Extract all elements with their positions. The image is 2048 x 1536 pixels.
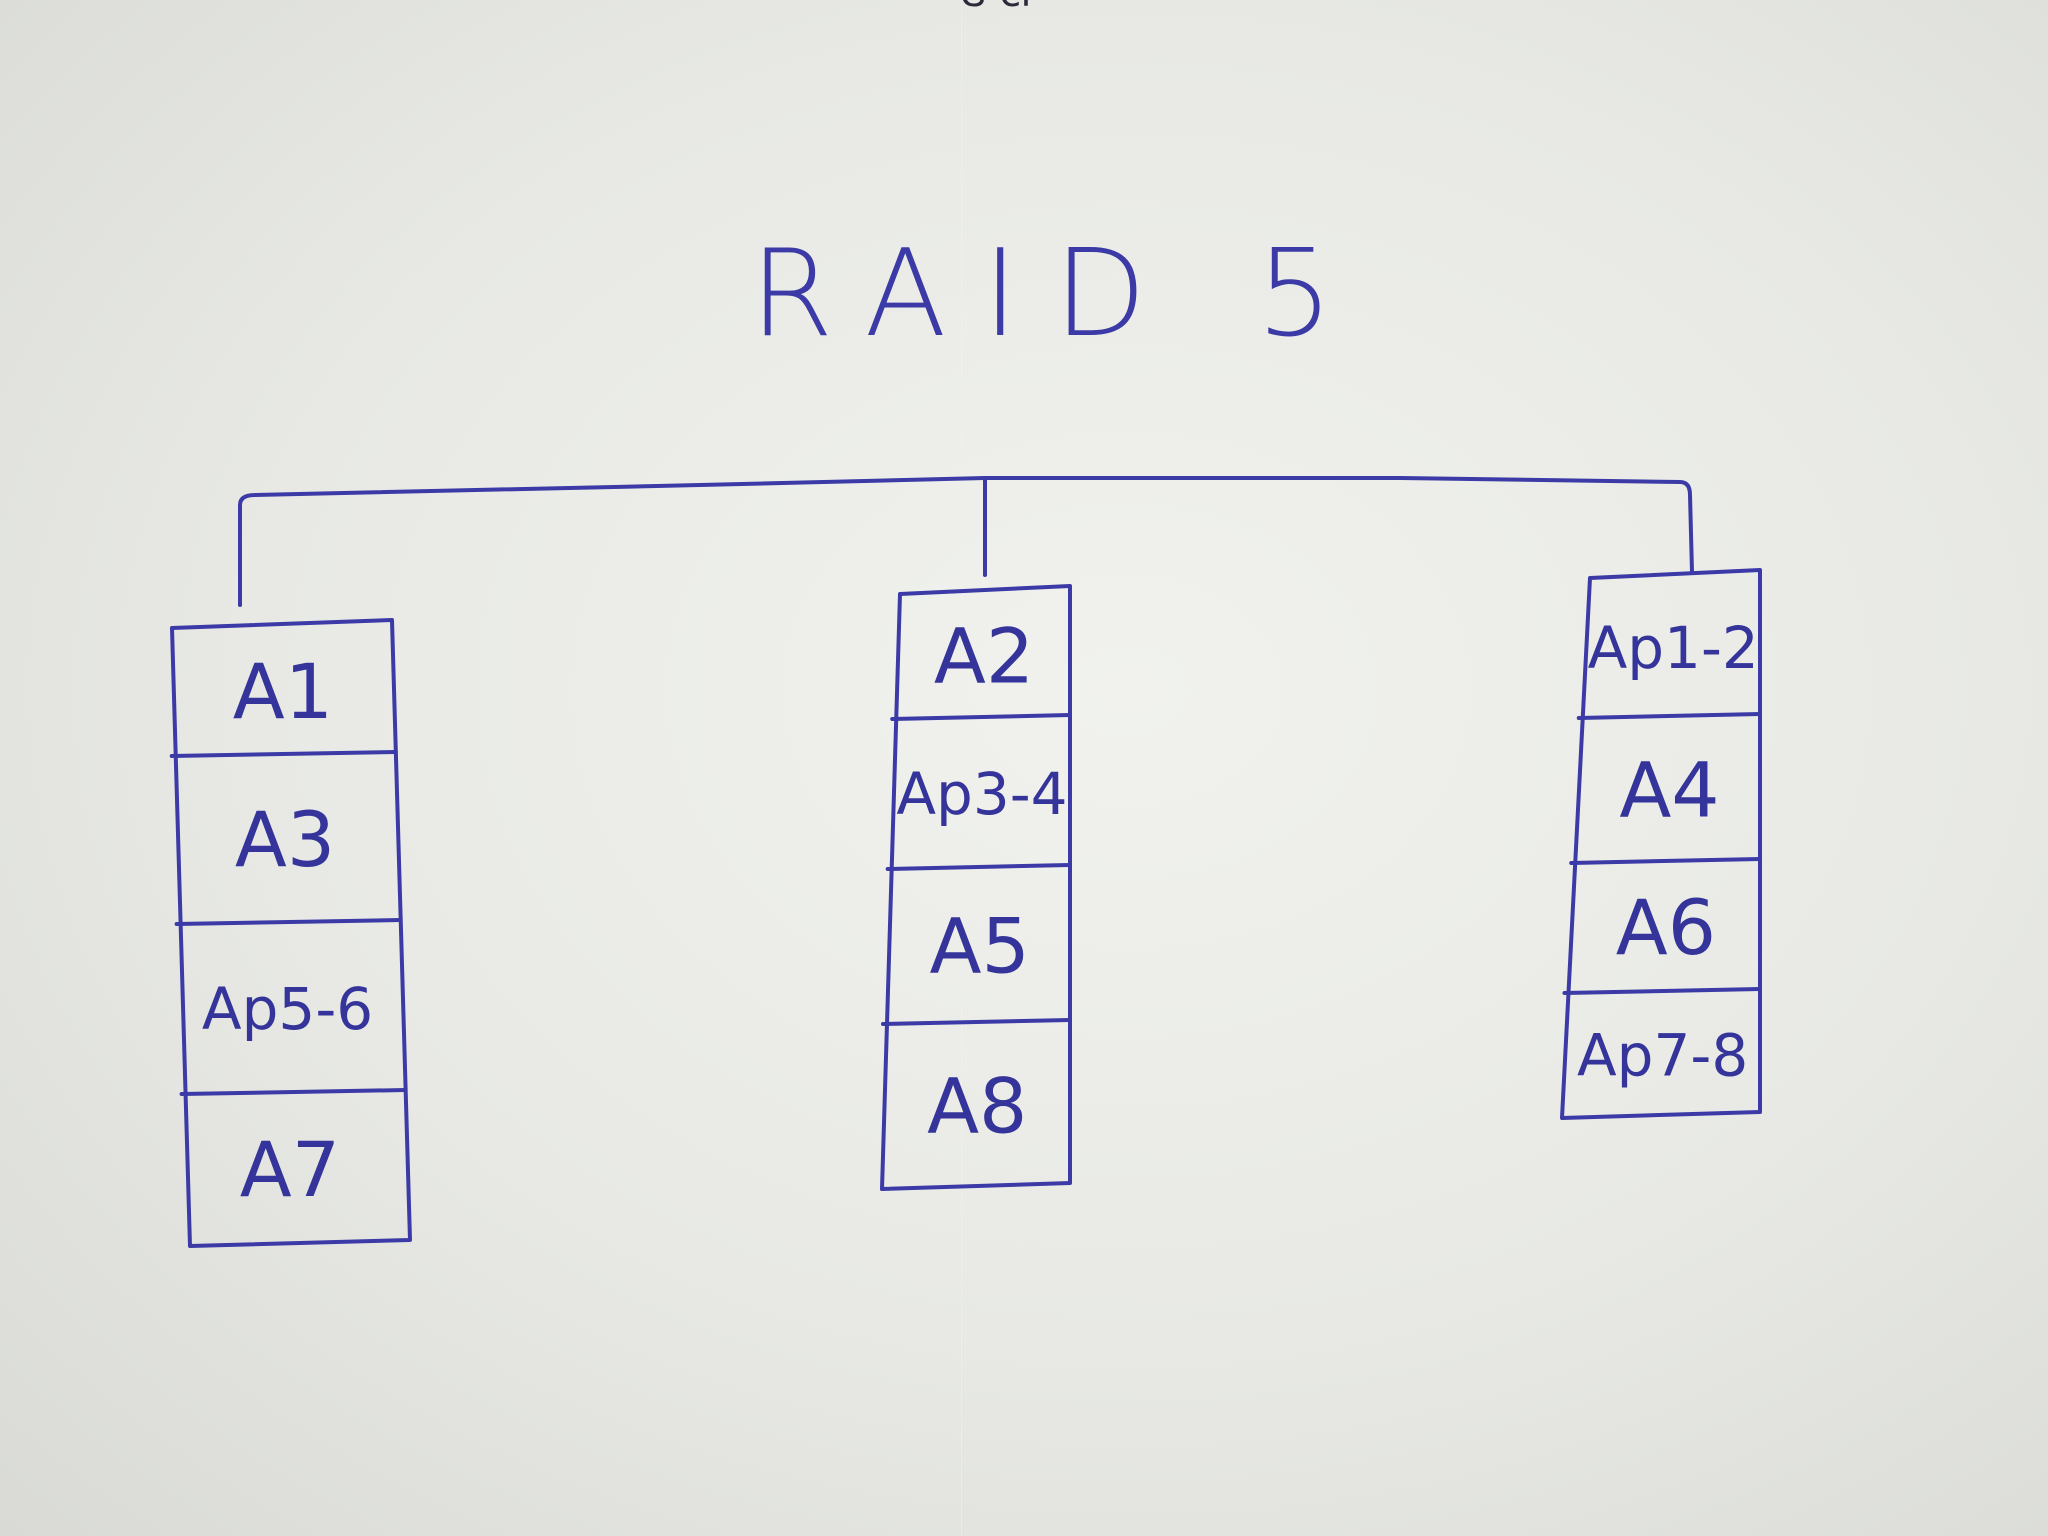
paper-fold [960,0,963,1536]
block-divider [885,863,1072,871]
block-divider [890,713,1072,721]
block-divider [880,1018,1072,1026]
disk-outline [880,584,1072,1191]
disk-outline [170,618,412,1248]
block-label: A1 [233,647,333,736]
block-label: Ap1-2 [1588,614,1759,682]
block-label: A5 [929,902,1029,991]
disk-outline [1560,568,1762,1120]
block-label: Ap5-6 [202,975,373,1043]
block-label: A8 [927,1062,1027,1151]
block-divider [1569,857,1762,865]
block-label: A3 [235,795,335,884]
top-scribble: ɞ ᴄᴘ [960,0,1042,16]
block-label: A6 [1616,883,1716,972]
block-divider [1562,987,1762,995]
block-label: A7 [240,1125,340,1214]
bus-line [238,476,1694,607]
diagram-title: RAID 5 [750,225,1369,364]
block-divider [169,750,398,758]
block-divider [1576,712,1762,720]
block-label: Ap7-8 [1577,1022,1748,1090]
block-label: A2 [934,612,1034,701]
block-label: Ap3-4 [896,760,1067,828]
block-divider [179,1088,408,1096]
bus-connectors [238,476,1694,607]
block-divider [174,918,403,926]
block-label: A4 [1619,746,1719,835]
